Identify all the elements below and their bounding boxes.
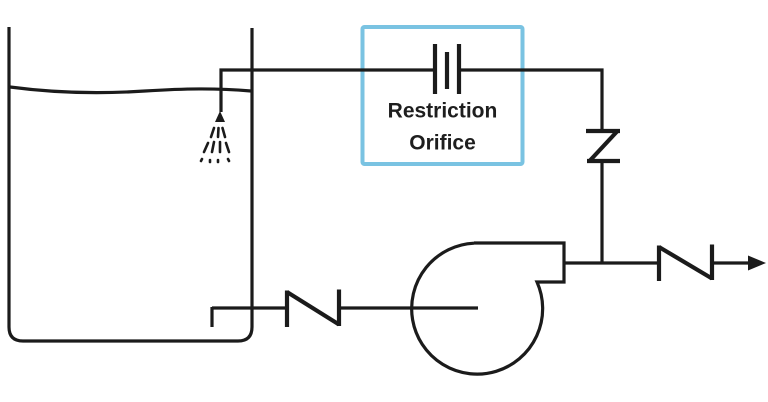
recycle-line-left-segment bbox=[219, 68, 433, 112]
valve-flap bbox=[588, 130, 619, 162]
suction-line bbox=[210, 306, 478, 327]
arrow-head-icon bbox=[748, 255, 766, 271]
restriction-orifice-highlight-box bbox=[360, 25, 525, 166]
valve-flap bbox=[657, 245, 714, 281]
orifice-label: Restriction Orifice bbox=[388, 100, 498, 155]
recycle-line-right-segment bbox=[461, 68, 604, 131]
tank bbox=[7, 27, 254, 343]
orifice-label-line1: Restriction bbox=[388, 100, 498, 123]
orifice-label-line2: Orifice bbox=[409, 132, 476, 155]
nozzle-cone-icon bbox=[215, 111, 225, 122]
restriction-orifice-symbol bbox=[432, 44, 462, 94]
tank-outline bbox=[7, 27, 254, 343]
outflow-arrow bbox=[748, 255, 766, 271]
recycle-line bbox=[219, 68, 604, 263]
liquid-level-line bbox=[9, 85, 252, 95]
spray-droplets bbox=[199, 126, 231, 164]
spray-nozzle bbox=[199, 111, 231, 164]
vertical-check-valve bbox=[586, 128, 620, 164]
discharge-check-valve bbox=[656, 244, 715, 281]
centrifugal-pump bbox=[410, 241, 566, 376]
valve-flap bbox=[285, 290, 341, 327]
pump-volute-outline bbox=[410, 241, 566, 376]
suction-check-valve bbox=[284, 289, 342, 327]
